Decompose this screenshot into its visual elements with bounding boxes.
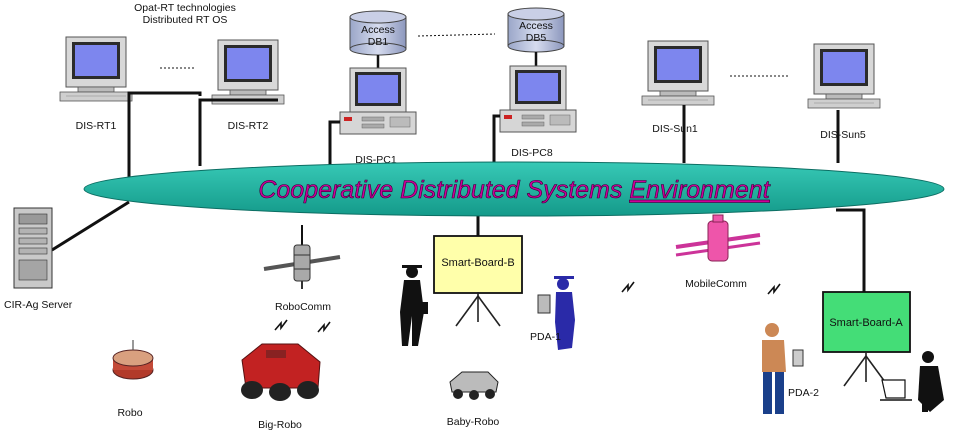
wireless-signal-icon bbox=[317, 321, 331, 333]
environment-ellipse[interactable]: Cooperative Distributed Systems Environm… bbox=[83, 161, 945, 217]
label-baby-robo: Baby-Robo bbox=[447, 416, 500, 428]
environment-title: Cooperative Distributed Systems Environm… bbox=[258, 176, 770, 204]
computer-dis-sun5[interactable] bbox=[807, 43, 881, 109]
header-note-line2: Distributed RT OS bbox=[143, 14, 228, 26]
header-note-line1: Opat-RT technologies bbox=[134, 2, 236, 14]
robo-icon[interactable] bbox=[112, 340, 154, 380]
computer-dis-pc8[interactable] bbox=[499, 65, 577, 133]
computer-dis-sun1[interactable] bbox=[641, 40, 715, 106]
pda-2-device-icon bbox=[792, 349, 804, 367]
baby-robo-icon[interactable] bbox=[449, 371, 499, 400]
db5-label-line2: DB5 bbox=[526, 32, 547, 44]
satellite-robocomm-icon[interactable] bbox=[262, 225, 342, 291]
smart-board-a[interactable]: Smart-Board-A bbox=[822, 291, 911, 387]
smart-board-a-label: Smart-Board-A bbox=[829, 317, 903, 329]
label-dis-sun1: DIS-Sun1 bbox=[652, 123, 698, 135]
label-dis-rt2: DIS-RT2 bbox=[228, 120, 269, 132]
database-db1[interactable]: Access DB1 bbox=[349, 10, 407, 56]
server-icon[interactable] bbox=[13, 207, 53, 289]
smart-board-a-screen bbox=[822, 291, 911, 353]
smart-board-b-screen bbox=[433, 235, 523, 294]
db5-label-line1: Access bbox=[519, 20, 553, 32]
wireless-signal-icon bbox=[767, 283, 781, 295]
label-mobilecomm: MobileComm bbox=[685, 278, 747, 290]
presenter-figure-icon bbox=[400, 265, 428, 346]
label-dis-pc8: DIS-PC8 bbox=[511, 147, 553, 159]
db1-label-line1: Access bbox=[361, 24, 395, 36]
wireless-signal-icon bbox=[621, 281, 635, 293]
db-ellipsis bbox=[417, 33, 496, 37]
satellite-mobilecomm-icon[interactable] bbox=[675, 214, 761, 262]
pda-user-icon bbox=[537, 276, 575, 350]
network-links bbox=[51, 91, 866, 292]
label-robocomm: RoboComm bbox=[275, 301, 331, 313]
database-db5[interactable]: Access DB5 bbox=[507, 7, 565, 53]
label-robo: Robo bbox=[117, 407, 142, 419]
smart-board-b[interactable]: Smart-Board-B bbox=[433, 235, 523, 327]
environment-title-prefix: Cooperative Distributed Systems bbox=[258, 176, 629, 204]
computer-dis-rt1[interactable] bbox=[59, 36, 133, 102]
laptop-user-icon bbox=[880, 351, 944, 412]
label-pda1: PDA-1 bbox=[530, 331, 561, 343]
computer-dis-rt2[interactable] bbox=[211, 39, 285, 105]
label-server: CIR-Ag Server bbox=[4, 299, 73, 311]
label-dis-rt1: DIS-RT1 bbox=[76, 120, 117, 132]
pda-user-2-icon bbox=[762, 323, 804, 414]
label-pda2: PDA-2 bbox=[788, 387, 819, 399]
label-big-robo: Big-Robo bbox=[258, 419, 302, 431]
computer-dis-pc1[interactable] bbox=[339, 67, 417, 135]
label-dis-sun5: DIS-Sun5 bbox=[820, 129, 866, 141]
smart-board-b-label: Smart-Board-B bbox=[441, 257, 514, 269]
db1-label-line2: DB1 bbox=[368, 36, 389, 48]
environment-title-underlined: Environment bbox=[629, 176, 770, 204]
wireless-signal-icon bbox=[274, 319, 288, 331]
big-robo-icon[interactable] bbox=[241, 343, 321, 401]
pda-1-device-icon bbox=[537, 294, 551, 314]
